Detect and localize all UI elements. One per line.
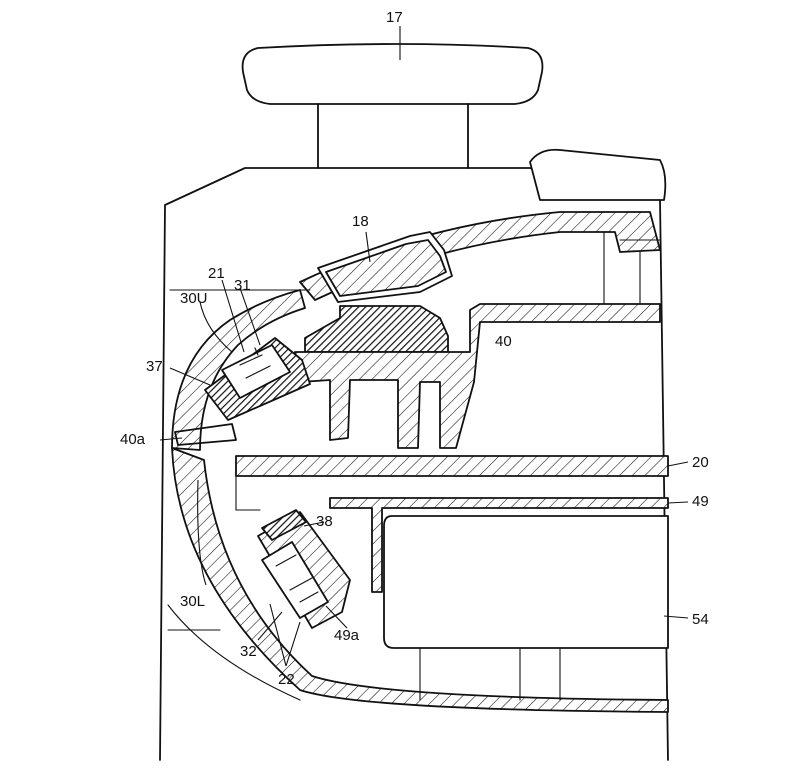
switch-21 bbox=[221, 344, 291, 399]
leader-lines bbox=[159, 26, 689, 667]
stick-shaft bbox=[317, 103, 469, 169]
label-31: 31 bbox=[234, 277, 251, 294]
label-54: 54 bbox=[692, 611, 709, 628]
bracket-40 bbox=[294, 303, 661, 449]
switch-21-detail bbox=[239, 347, 271, 379]
switch-22 bbox=[261, 541, 329, 619]
label-38: 38 bbox=[316, 513, 333, 530]
label-17: 17 bbox=[386, 9, 403, 26]
label-49: 49 bbox=[692, 493, 709, 510]
label-22: 22 bbox=[278, 671, 295, 688]
housing-outline bbox=[159, 167, 669, 761]
label-32: 32 bbox=[240, 643, 257, 660]
label-37: 37 bbox=[146, 358, 163, 375]
battery-54 bbox=[383, 515, 669, 649]
button-18-body bbox=[325, 239, 447, 297]
label-40a: 40a bbox=[120, 431, 146, 448]
lower-switch-cap-38 bbox=[261, 509, 307, 541]
switch-18 bbox=[304, 305, 449, 353]
lower-housing-30L bbox=[171, 447, 669, 713]
label-30U: 30U bbox=[180, 290, 208, 307]
label-30L: 30L bbox=[180, 593, 205, 610]
lever-40a bbox=[174, 423, 237, 446]
interior-lines bbox=[167, 231, 661, 701]
switch-22-detail bbox=[275, 554, 319, 603]
plate-49 bbox=[329, 497, 669, 593]
stick-cap bbox=[241, 43, 544, 105]
label-20: 20 bbox=[692, 454, 709, 471]
board-20 bbox=[235, 455, 669, 477]
label-21: 21 bbox=[208, 265, 225, 282]
label-40: 40 bbox=[495, 333, 512, 350]
label-49a: 49a bbox=[334, 627, 360, 644]
label-18: 18 bbox=[352, 213, 369, 230]
right-top-bump bbox=[529, 148, 667, 201]
